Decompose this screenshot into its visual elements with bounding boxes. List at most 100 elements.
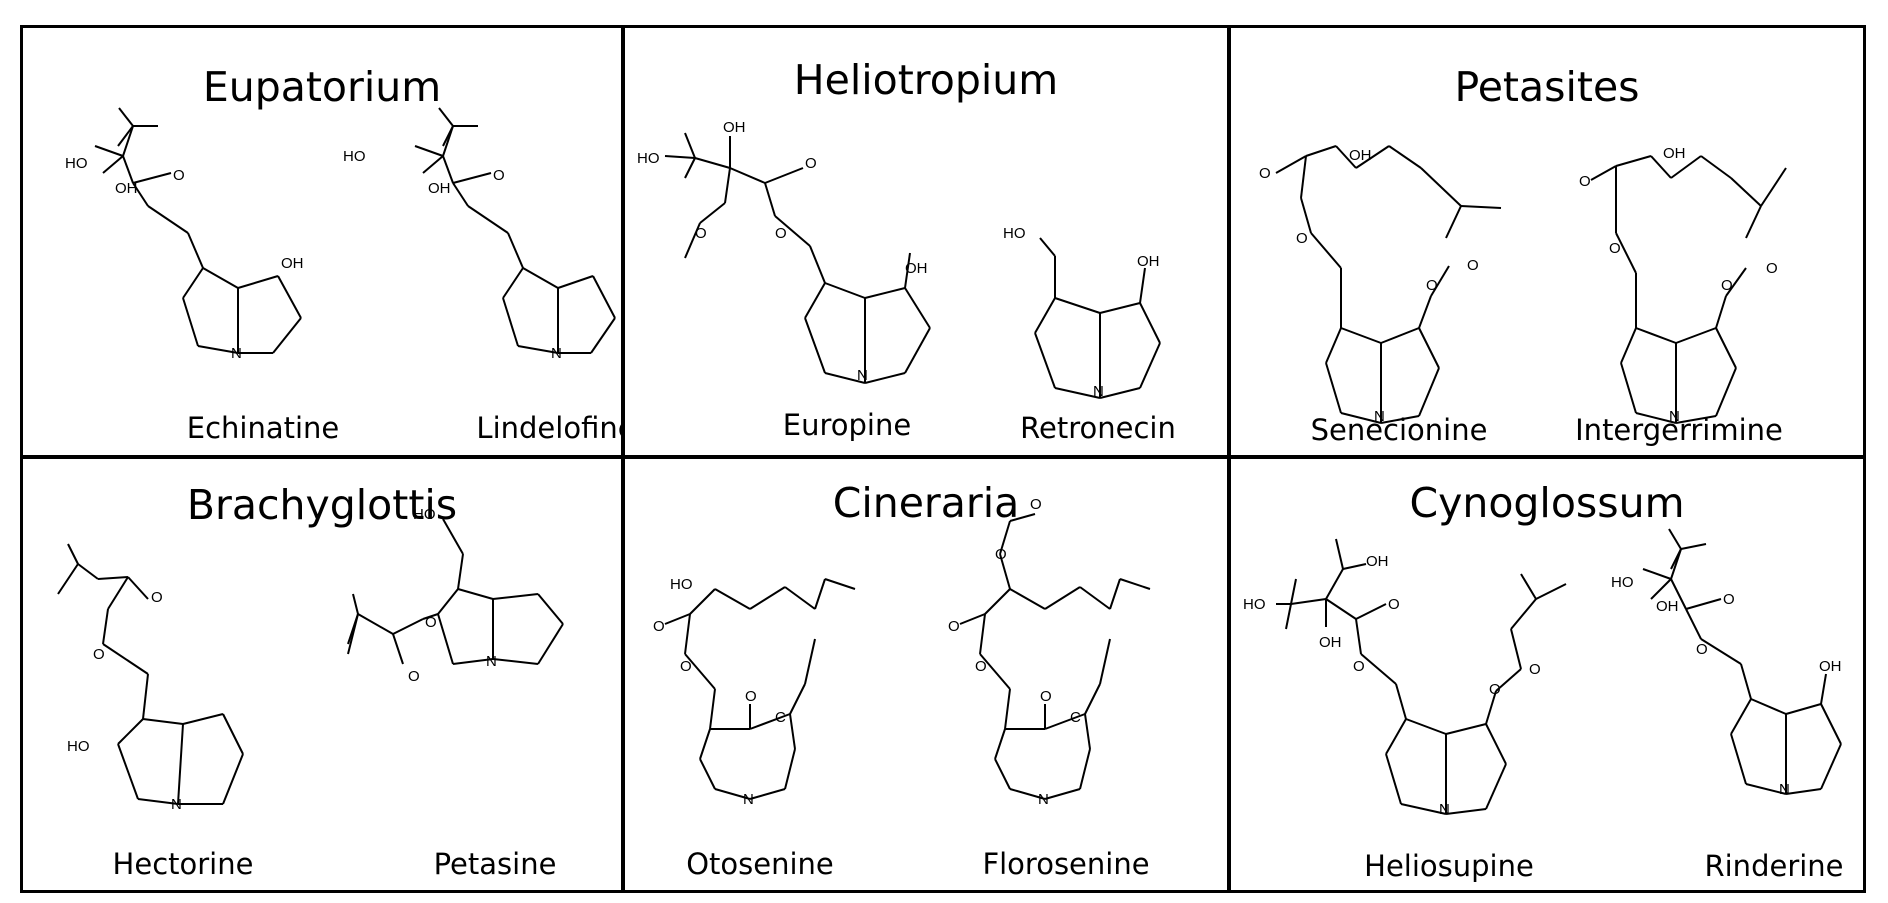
svg-text:OH: OH (1366, 553, 1389, 570)
panel-brachyglottis: Brachyglottis O O HO N O O HO N Hectorine Pe… (20, 456, 624, 893)
structure-otosenine: O HO O O C N (653, 576, 856, 808)
svg-text:C: C (775, 709, 786, 726)
structure-hectorine: O O HO N (57, 543, 244, 813)
genus-title: Petasites (1454, 63, 1640, 111)
svg-text:O: O (408, 668, 420, 685)
svg-text:O: O (1766, 260, 1778, 277)
compound-label-echinatine: Echinatine (186, 411, 340, 445)
svg-text:O: O (1529, 661, 1541, 678)
svg-text:OH: OH (723, 119, 746, 136)
svg-text:HO: HO (1611, 574, 1634, 591)
compound-label-rinderine: Rinderine (1704, 849, 1844, 883)
svg-text:N: N (1038, 791, 1049, 808)
svg-text:OH: OH (1819, 658, 1842, 675)
svg-text:N: N (1374, 408, 1385, 425)
svg-text:O: O (93, 646, 105, 663)
svg-text:OH: OH (281, 255, 304, 272)
genus-title: Cynoglossum (1409, 479, 1685, 527)
svg-text:O: O (1721, 277, 1733, 294)
structure-florosenine: O O O O O C N (948, 496, 1151, 808)
svg-text:O: O (493, 167, 505, 184)
svg-text:N: N (743, 791, 754, 808)
structure-intergerrimine: O OH O O O N (1579, 145, 1787, 425)
svg-text:OH: OH (1349, 147, 1372, 164)
svg-text:O: O (1040, 688, 1052, 705)
svg-text:O: O (425, 614, 437, 631)
svg-text:O: O (1489, 681, 1501, 698)
compound-label-hectorine: Hectorine (112, 847, 254, 881)
svg-text:O: O (975, 658, 987, 675)
compound-label-europine: Europine (782, 408, 912, 442)
genus-title: Eupatorium (202, 63, 442, 111)
svg-text:O: O (745, 688, 757, 705)
svg-text:O: O (1353, 658, 1365, 675)
svg-text:N: N (1093, 383, 1104, 400)
structure-europine: HO OH O O O OH N (637, 119, 931, 384)
svg-text:HO: HO (1243, 596, 1266, 613)
svg-text:O: O (995, 546, 1007, 563)
panel-cineraria: Cineraria O HO O O C N O O O O O C N Otosenine… (622, 456, 1230, 893)
compound-label-lindelofine: Lindelofine (476, 411, 636, 445)
svg-text:N: N (1779, 781, 1790, 798)
svg-text:C: C (1070, 709, 1081, 726)
svg-text:N: N (231, 345, 242, 362)
svg-text:HO: HO (343, 148, 366, 165)
svg-text:O: O (1609, 240, 1621, 257)
structure-rinderine: HO OH O O OH N (1611, 528, 1842, 798)
svg-text:N: N (1669, 408, 1680, 425)
genus-title: Brachyglottis (186, 481, 458, 529)
svg-text:O: O (173, 167, 185, 184)
svg-text:O: O (948, 618, 960, 635)
structure-lindelofine: HO OH O N (343, 107, 616, 362)
structure-senecionine: O OH O O O N (1259, 145, 1502, 425)
genus-title: Cineraria (832, 479, 1020, 527)
structure-petasine: OO HON (347, 506, 564, 685)
svg-text:OH: OH (1137, 253, 1160, 270)
svg-text:OH: OH (428, 180, 451, 197)
svg-text:N: N (486, 653, 497, 670)
compound-label-retronecin: Retronecin (1020, 411, 1176, 445)
structure-retronecin: HO OH N (1003, 225, 1161, 400)
panel-heliotropium: Heliotropium HO OH O O O OH N HO OH N Europi… (622, 25, 1230, 458)
compound-label-intergerrimine: Intergerrimine (1575, 413, 1783, 447)
svg-text:N: N (551, 345, 562, 362)
svg-text:HO: HO (67, 738, 90, 755)
panel-petasites: Petasites O OH O O O N O OH O O O N Senecionin… (1228, 25, 1866, 458)
svg-text:O: O (653, 618, 665, 635)
svg-text:HO: HO (65, 155, 88, 172)
compound-label-petasine: Petasine (433, 847, 557, 881)
svg-text:O: O (1426, 277, 1438, 294)
svg-text:O: O (151, 589, 163, 606)
svg-text:OH: OH (1663, 145, 1686, 162)
svg-text:HO: HO (1003, 225, 1026, 242)
svg-text:HO: HO (637, 150, 660, 167)
compound-label-senecionine: Senecionine (1310, 413, 1488, 447)
structure-echinatine: HO OH O OH N (65, 107, 304, 362)
compound-label-otosenine: Otosenine (686, 847, 834, 881)
compound-label-florosenine: Florosenine (982, 847, 1150, 881)
svg-text:O: O (1030, 496, 1042, 513)
svg-text:O: O (805, 155, 817, 172)
svg-text:HO: HO (670, 576, 693, 593)
svg-text:O: O (1579, 173, 1591, 190)
svg-text:OH: OH (1319, 634, 1342, 651)
svg-text:O: O (1296, 230, 1308, 247)
svg-text:N: N (857, 367, 868, 384)
svg-text:O: O (680, 658, 692, 675)
svg-text:N: N (171, 796, 182, 813)
svg-text:O: O (1696, 641, 1708, 658)
genus-title: Heliotropium (793, 56, 1059, 104)
panel-eupatorium: Eupatorium HO OH O OH N HO OH O N Echinatine… (20, 25, 636, 458)
svg-text:OH: OH (1656, 598, 1679, 615)
svg-text:O: O (1388, 596, 1400, 613)
svg-text:O: O (1467, 257, 1479, 274)
svg-text:O: O (1259, 165, 1271, 182)
svg-text:OH: OH (115, 180, 138, 197)
svg-text:O: O (695, 225, 707, 242)
svg-text:O: O (775, 225, 787, 242)
compound-label-heliosupine: Heliosupine (1364, 849, 1534, 883)
svg-text:OH: OH (905, 260, 928, 277)
svg-text:O: O (1723, 591, 1735, 608)
